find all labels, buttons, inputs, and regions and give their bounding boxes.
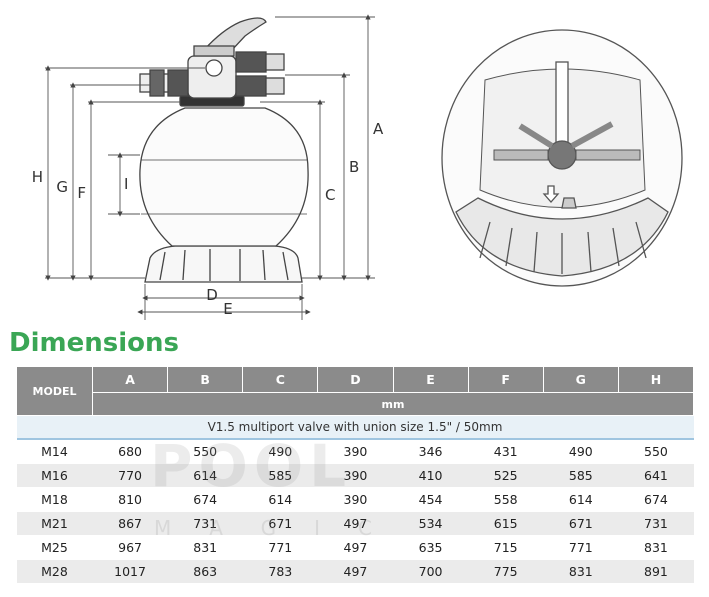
dimension-cell-d: 497 xyxy=(317,511,393,536)
dimensions-table: MODEL A B C D E F G H mm V1.5 multiport … xyxy=(16,366,695,584)
dimension-cell-f: 775 xyxy=(468,559,544,584)
model-column-header: MODEL xyxy=(16,366,93,416)
dimension-cell-h: 891 xyxy=(618,559,694,584)
dimension-cell-f: 558 xyxy=(468,487,544,512)
dimension-cell-a: 680 xyxy=(92,439,168,464)
dimension-cell-h: 674 xyxy=(618,487,694,512)
table-header-row: MODEL A B C D E F G H xyxy=(16,366,695,416)
label-e: E xyxy=(223,300,232,318)
dimension-cell-g: 671 xyxy=(543,511,619,536)
dimension-cell-e: 635 xyxy=(393,535,469,560)
dimension-cell-a: 810 xyxy=(92,487,168,512)
dimension-cell-c: 585 xyxy=(242,463,318,488)
dimension-cell-h: 831 xyxy=(618,535,694,560)
dimension-cell-g: 490 xyxy=(543,439,619,464)
dimension-cell-b: 863 xyxy=(167,559,243,584)
column-header-h: H xyxy=(617,366,695,393)
dimension-cell-b: 731 xyxy=(167,511,243,536)
dimension-cell-a: 967 xyxy=(92,535,168,560)
column-header-f: F xyxy=(467,366,544,393)
dimension-cell-c: 614 xyxy=(242,487,318,512)
dimension-cell-e: 700 xyxy=(393,559,469,584)
dimension-cell-e: 454 xyxy=(393,487,469,512)
valve-note: V1.5 multiport valve with union size 1.5… xyxy=(16,415,694,440)
model-cell: M14 xyxy=(16,439,93,464)
dimension-cell-h: 550 xyxy=(618,439,694,464)
column-header-g: G xyxy=(542,366,619,393)
valve-note-row: V1.5 multiport valve with union size 1.5… xyxy=(16,415,694,440)
lateral-cutaway-view xyxy=(441,29,683,287)
dimension-cell-d: 390 xyxy=(317,463,393,488)
dimension-cell-b: 614 xyxy=(167,463,243,488)
dimension-cell-f: 615 xyxy=(468,511,544,536)
model-cell: M21 xyxy=(16,511,93,536)
dimension-lines xyxy=(45,14,375,320)
label-g: G xyxy=(56,178,68,196)
model-cell: M28 xyxy=(16,559,93,584)
column-header-a: A xyxy=(91,366,169,393)
label-h: H xyxy=(32,168,43,186)
dimension-cell-a: 1017 xyxy=(92,559,168,584)
label-a: A xyxy=(373,120,384,138)
model-cell: M18 xyxy=(16,487,93,512)
dimension-cell-d: 497 xyxy=(317,559,393,584)
filter-dimension-diagram: H G F I A B C D E xyxy=(32,14,683,320)
dimension-cell-c: 783 xyxy=(242,559,318,584)
dimension-cell-d: 497 xyxy=(317,535,393,560)
dimension-cell-e: 346 xyxy=(393,439,469,464)
dimension-labels: H G F I A B C D E xyxy=(32,120,384,318)
dimension-cell-g: 771 xyxy=(543,535,619,560)
dimension-cell-h: 641 xyxy=(618,463,694,488)
dimension-cell-d: 390 xyxy=(317,439,393,464)
dimension-cell-h: 731 xyxy=(618,511,694,536)
dimension-cell-a: 867 xyxy=(92,511,168,536)
dimension-cell-f: 715 xyxy=(468,535,544,560)
model-cell: M16 xyxy=(16,463,93,488)
column-header-b: B xyxy=(167,366,244,393)
dimension-cell-e: 534 xyxy=(393,511,469,536)
dimension-cell-g: 831 xyxy=(543,559,619,584)
dimension-cell-b: 550 xyxy=(167,439,243,464)
dimension-cell-c: 771 xyxy=(242,535,318,560)
dimensions-table-container: MODEL A B C D E F G H mm V1.5 multiport … xyxy=(16,366,695,584)
dimension-cell-g: 585 xyxy=(543,463,619,488)
label-c: C xyxy=(325,186,335,204)
table-body: V1.5 multiport valve with union size 1.5… xyxy=(16,415,694,584)
unit-row: mm xyxy=(17,392,694,416)
dimension-cell-d: 390 xyxy=(317,487,393,512)
dimension-cell-g: 614 xyxy=(543,487,619,512)
model-cell: M25 xyxy=(16,535,93,560)
dimension-cell-a: 770 xyxy=(92,463,168,488)
dimensions-heading: Dimensions xyxy=(9,328,179,358)
dimension-cell-c: 671 xyxy=(242,511,318,536)
dimension-cell-b: 831 xyxy=(167,535,243,560)
label-f: F xyxy=(77,184,86,202)
column-header-e: E xyxy=(392,366,469,393)
column-header-c: C xyxy=(242,366,319,393)
dimension-cell-f: 431 xyxy=(468,439,544,464)
dimension-cell-b: 674 xyxy=(167,487,243,512)
unit-label: mm xyxy=(92,392,694,416)
dimension-cell-e: 410 xyxy=(393,463,469,488)
column-header-d: D xyxy=(317,366,394,393)
dimension-cell-f: 525 xyxy=(468,463,544,488)
label-b: B xyxy=(349,158,359,176)
dimension-cell-c: 490 xyxy=(242,439,318,464)
filter-side-view xyxy=(139,17,309,283)
label-i: I xyxy=(124,175,128,193)
label-d: D xyxy=(206,286,218,304)
